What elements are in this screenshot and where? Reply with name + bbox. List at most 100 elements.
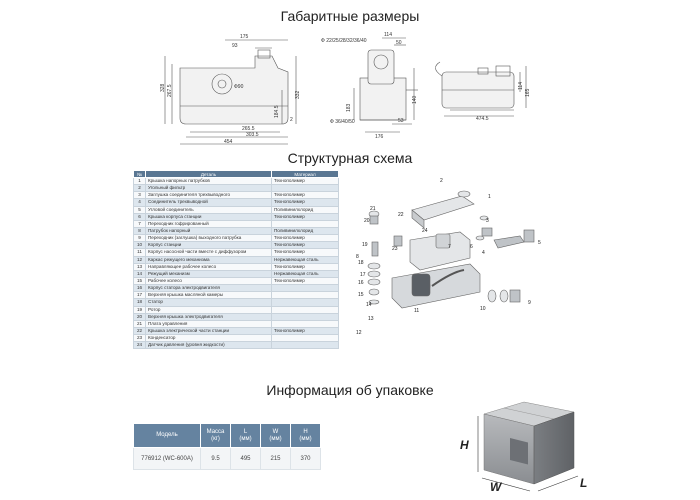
dim-114b: 114 <box>518 82 524 90</box>
pack-mass: 9.5 <box>200 447 231 470</box>
part-number: 18 <box>133 298 146 307</box>
dim-474: 474.5 <box>476 116 489 122</box>
part-material: Технополимер <box>271 248 339 257</box>
dim-36-40-50: Ф 36/40/50 <box>330 119 355 125</box>
part-name: Патрубок напорный <box>145 226 272 236</box>
part-material: Технополимер <box>271 198 339 207</box>
pack-h: 370 <box>290 447 321 470</box>
part-number: 12 <box>133 255 146 264</box>
part-number: 24 <box>133 341 146 350</box>
part-number: 14 <box>133 269 146 278</box>
callout-11: 11 <box>414 308 419 314</box>
part-material <box>271 319 339 328</box>
part-number: 3 <box>133 191 146 200</box>
package-title: Информация об упаковке <box>266 382 434 398</box>
part-number: 9 <box>133 234 146 243</box>
dim-328: 328 <box>160 83 166 92</box>
pack-mass-label: Масса <box>206 428 225 435</box>
callout-17: 17 <box>360 272 366 278</box>
part-number: 23 <box>133 334 146 343</box>
part-name: Корпус статора электродвигателя <box>145 284 272 293</box>
dim-93: 93 <box>232 43 238 49</box>
callout-8: 8 <box>356 254 359 260</box>
callout-19: 19 <box>362 242 368 248</box>
dim-303: 303.5 <box>246 132 259 138</box>
pack-row: 776912 (WC-600A) 9.5 495 215 370 <box>133 447 321 470</box>
part-material <box>271 298 339 307</box>
part-number: 2 <box>133 184 146 193</box>
callout-13: 13 <box>368 316 374 322</box>
part-name: Переходник (заглушка) выходного патрубка <box>145 234 272 243</box>
part-material: Технополимер <box>271 234 339 243</box>
pack-col-w: W(мм) <box>260 423 291 448</box>
part-number: 17 <box>133 291 146 300</box>
part-name: Крышка корпуса станции <box>145 212 272 221</box>
callout-20: 20 <box>364 218 370 224</box>
front-view-drawing <box>164 39 297 145</box>
part-name: Верхняя крышка масляной камеры <box>145 291 272 300</box>
dim-pipes: Ф 22/25/28/32/36/40 <box>321 38 367 44</box>
part-number: 21 <box>133 319 146 328</box>
part-name: Датчик давления (уровня жидкости) <box>145 341 272 350</box>
part-number: 8 <box>133 226 146 236</box>
part-number: 5 <box>133 205 146 214</box>
callout-24: 24 <box>422 228 428 234</box>
box-width-label: W <box>490 480 502 494</box>
part-number: 1 <box>133 176 146 186</box>
part-number: 6 <box>133 212 146 221</box>
part-cover-top <box>411 195 475 221</box>
dimensions-title: Габаритные размеры <box>280 8 420 24</box>
part-name: Конденсатор <box>145 334 272 343</box>
dim-267: 267.5 <box>167 84 173 97</box>
part-material <box>271 341 339 350</box>
dim-265: 265.5 <box>242 126 255 132</box>
part-material <box>271 334 339 343</box>
part-number: 4 <box>133 198 146 207</box>
parts-table-header: № Деталь Материал <box>133 170 339 178</box>
part-number: 22 <box>133 326 146 336</box>
dim-176: 176 <box>375 134 384 140</box>
pack-w: 215 <box>260 447 291 470</box>
callout-3: 3 <box>486 218 489 224</box>
part-material <box>271 291 339 300</box>
scheme-title: Структурная схема <box>287 150 413 166</box>
part-material <box>271 305 339 314</box>
part-name: Рабочее колесо <box>145 276 272 286</box>
part-material: Технополимер <box>271 276 339 286</box>
callout-2: 2 <box>440 178 443 184</box>
pack-w-label: W <box>272 428 279 435</box>
pack-col-l: L(мм) <box>230 423 261 448</box>
callout-7: 7 <box>448 244 451 250</box>
part-number: 20 <box>133 312 146 321</box>
part-name: Каркас режущего механизма <box>145 255 272 264</box>
part-material <box>271 219 339 228</box>
part-number: 16 <box>133 284 146 293</box>
dim-53: 53 <box>398 118 404 124</box>
box-height-label: H <box>460 438 469 452</box>
side-view-drawing <box>353 37 418 133</box>
part-material <box>271 184 339 193</box>
part-name: Режущий механизм <box>145 269 272 278</box>
part-name: Соединитель трехвыводной <box>145 198 272 207</box>
part-material: Нержавеющая сталь <box>271 255 339 264</box>
part-station-body <box>391 263 481 309</box>
